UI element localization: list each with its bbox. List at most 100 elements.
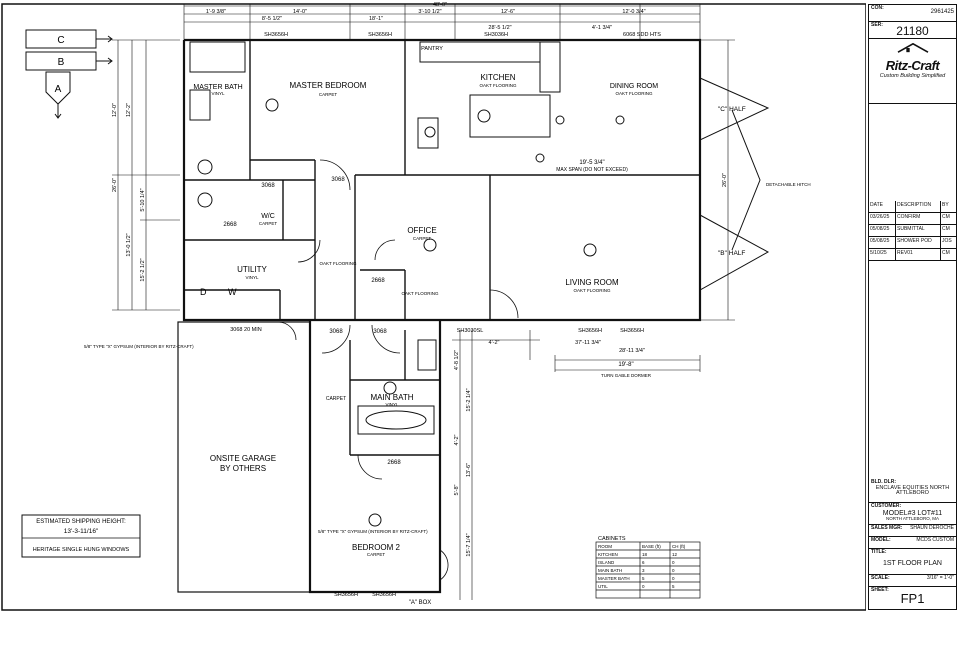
living-floor: OAKT FLOORING: [574, 288, 611, 293]
sheet-value: FP1: [900, 590, 925, 606]
dim-text: 1'-9 3/8": [206, 9, 226, 15]
rev-col-by: BY: [942, 202, 949, 208]
sales-mgr-label: SALES MGR:: [871, 525, 903, 531]
half-markers: [699, 77, 770, 291]
drawing-title-label: TITLE:: [871, 549, 887, 555]
wic-floor: CARPET: [259, 221, 278, 226]
dim-text: 13'-6": [466, 463, 472, 477]
con-row: CON: 2961425: [869, 5, 956, 22]
utility-name: UTILITY: [237, 265, 267, 274]
dim-text: 12'-2": [126, 103, 132, 117]
window-tag: SH3656H: [578, 328, 602, 334]
dim-text: 28'-5 1/2": [488, 25, 511, 31]
dealer-row: BLD. DLR: ENCLAVE EQUITIES NORTH ATTLEBO…: [869, 479, 956, 503]
main-bath-name: MAIN BATH: [371, 393, 414, 402]
revision-row: 03/26/25 CONFIRM CM: [869, 213, 956, 225]
dim-text: 13'-0 1/2": [126, 233, 132, 256]
hall-carpet: CARPET: [326, 396, 346, 402]
interior-walls: [184, 40, 700, 456]
dim-text: 4'-8 1/2": [454, 350, 460, 370]
bath-fixtures: [189, 41, 437, 435]
customer-label: CUSTOMER:: [871, 503, 902, 509]
customer-value: MODEL#3 LOT#11: [882, 509, 943, 517]
door-tag: 2668: [387, 460, 401, 466]
dim-text: 48'-0": [433, 2, 447, 8]
ser-label: SER:: [871, 22, 883, 28]
model-value: MCDS CUSTOM: [916, 537, 954, 543]
window-tag: SH3036H: [484, 32, 508, 38]
cabinets-cell: KITCHEN: [598, 552, 618, 557]
master-bath-floor: VINYL: [211, 91, 225, 96]
rev-date: 5/10/25: [869, 249, 896, 260]
company-logo: Ritz-Craft Custom Building Simplified: [869, 39, 956, 104]
dim-text: 12'-0 3/4": [622, 9, 645, 15]
company-name: Ritz-Craft: [885, 58, 940, 73]
a-box-label: A: [55, 84, 62, 95]
cabinets-cell: 0: [672, 576, 675, 581]
rev-date: 05/08/25: [869, 225, 896, 236]
bedroom2-floor: CARPET: [367, 552, 386, 557]
door-tag: 3068: [331, 177, 345, 183]
cabinets-header: BASE (ft): [642, 544, 661, 549]
office-floor: CARPET: [413, 236, 432, 241]
walls: [177, 38, 702, 594]
dining-name: DINING ROOM: [610, 83, 658, 90]
master-bedroom-name: MASTER BEDROOM: [290, 81, 367, 90]
sales-mgr-row: SALES MGR: SHAUN DEROCHE: [869, 525, 956, 537]
cabinets-cell: MAIN BATH: [598, 568, 622, 573]
scale-value: 3/16" = 1'-0": [926, 575, 954, 581]
max-span-dim: 19'-5 3/4": [579, 160, 604, 166]
company-tagline: Custom Building Simplified: [879, 73, 946, 79]
door-tag: 3068: [261, 183, 275, 189]
a-box-bottom: "A" BOX: [409, 600, 432, 606]
rev-date: 03/26/25: [869, 213, 896, 224]
cabinets-cell: 0: [672, 560, 675, 565]
dim-text: 12'-0": [112, 103, 118, 117]
max-span-label: MAX SPAN (DO NOT EXCEED): [556, 167, 628, 173]
window-tag: SH3656H: [620, 328, 644, 334]
dealer-value: ENCLAVE EQUITIES NORTH ATTLEBORO: [875, 484, 950, 496]
hall-floor: OAKT FLOORING: [402, 291, 439, 296]
dim-text: 37'-11 3/4": [575, 340, 601, 346]
cabinets-header: ROOM: [598, 544, 612, 549]
con-label: CON:: [871, 5, 884, 11]
dim-text: 3'-10 1/2": [418, 9, 441, 15]
dim-text: 15'-2 1/4": [466, 388, 472, 411]
dim-text: 15'-7 1/4": [466, 533, 472, 556]
dim-text: 4'-1 3/4": [592, 25, 612, 31]
cabinets-cell: 0: [672, 568, 675, 573]
dim-text: 14'-0": [293, 9, 307, 15]
dim-text: 8'-5 1/2": [262, 16, 282, 22]
cabinets-cell: 12: [672, 552, 678, 557]
cabinets-cell: 18: [642, 552, 648, 557]
dim-text: 26'-0": [112, 178, 118, 192]
cabinets-header: CH (ft): [672, 544, 686, 549]
hitch-label: DETACHABLE HITCH: [766, 182, 811, 187]
garage-line2: BY OTHERS: [220, 464, 266, 473]
rev-desc: SHOWER POD: [896, 237, 941, 248]
rev-by: CM: [942, 226, 950, 232]
floor-plan-drawing: C B A: [1, 2, 866, 611]
shipping-windows: HERITAGE SINGLE HUNG WINDOWS: [33, 547, 130, 553]
cabinets-cell: 0: [642, 584, 645, 589]
door-tag: 3068: [329, 329, 343, 335]
master-bath-name: MASTER BATH: [193, 84, 242, 91]
house-roof-icon: [897, 42, 928, 53]
living-name: LIVING ROOM: [565, 278, 619, 287]
sheet-border: [1, 3, 866, 611]
b-box-label: B: [58, 57, 65, 68]
kitchen-floor: OAKT FLOORING: [480, 83, 517, 88]
sheet-row: SHEET: FP1: [869, 587, 956, 609]
dim-text: 4'-2": [454, 434, 460, 445]
rev-desc: REV01: [896, 249, 941, 260]
revision-header: DATE DESCRIPTION BY: [869, 201, 956, 213]
ser-row: SER: 21180: [869, 22, 956, 39]
bedroom2-name: BEDROOM 2: [352, 543, 401, 552]
ser-value: 21180: [896, 23, 929, 38]
dim-text: 4'-2": [489, 340, 500, 346]
foyer-floor: OAKT FLOORING: [320, 261, 357, 266]
scale-label: SCALE:: [871, 575, 890, 581]
module-key: [25, 29, 113, 119]
appliance-d: D: [200, 287, 207, 297]
window-tag: SH3656H: [334, 592, 358, 598]
